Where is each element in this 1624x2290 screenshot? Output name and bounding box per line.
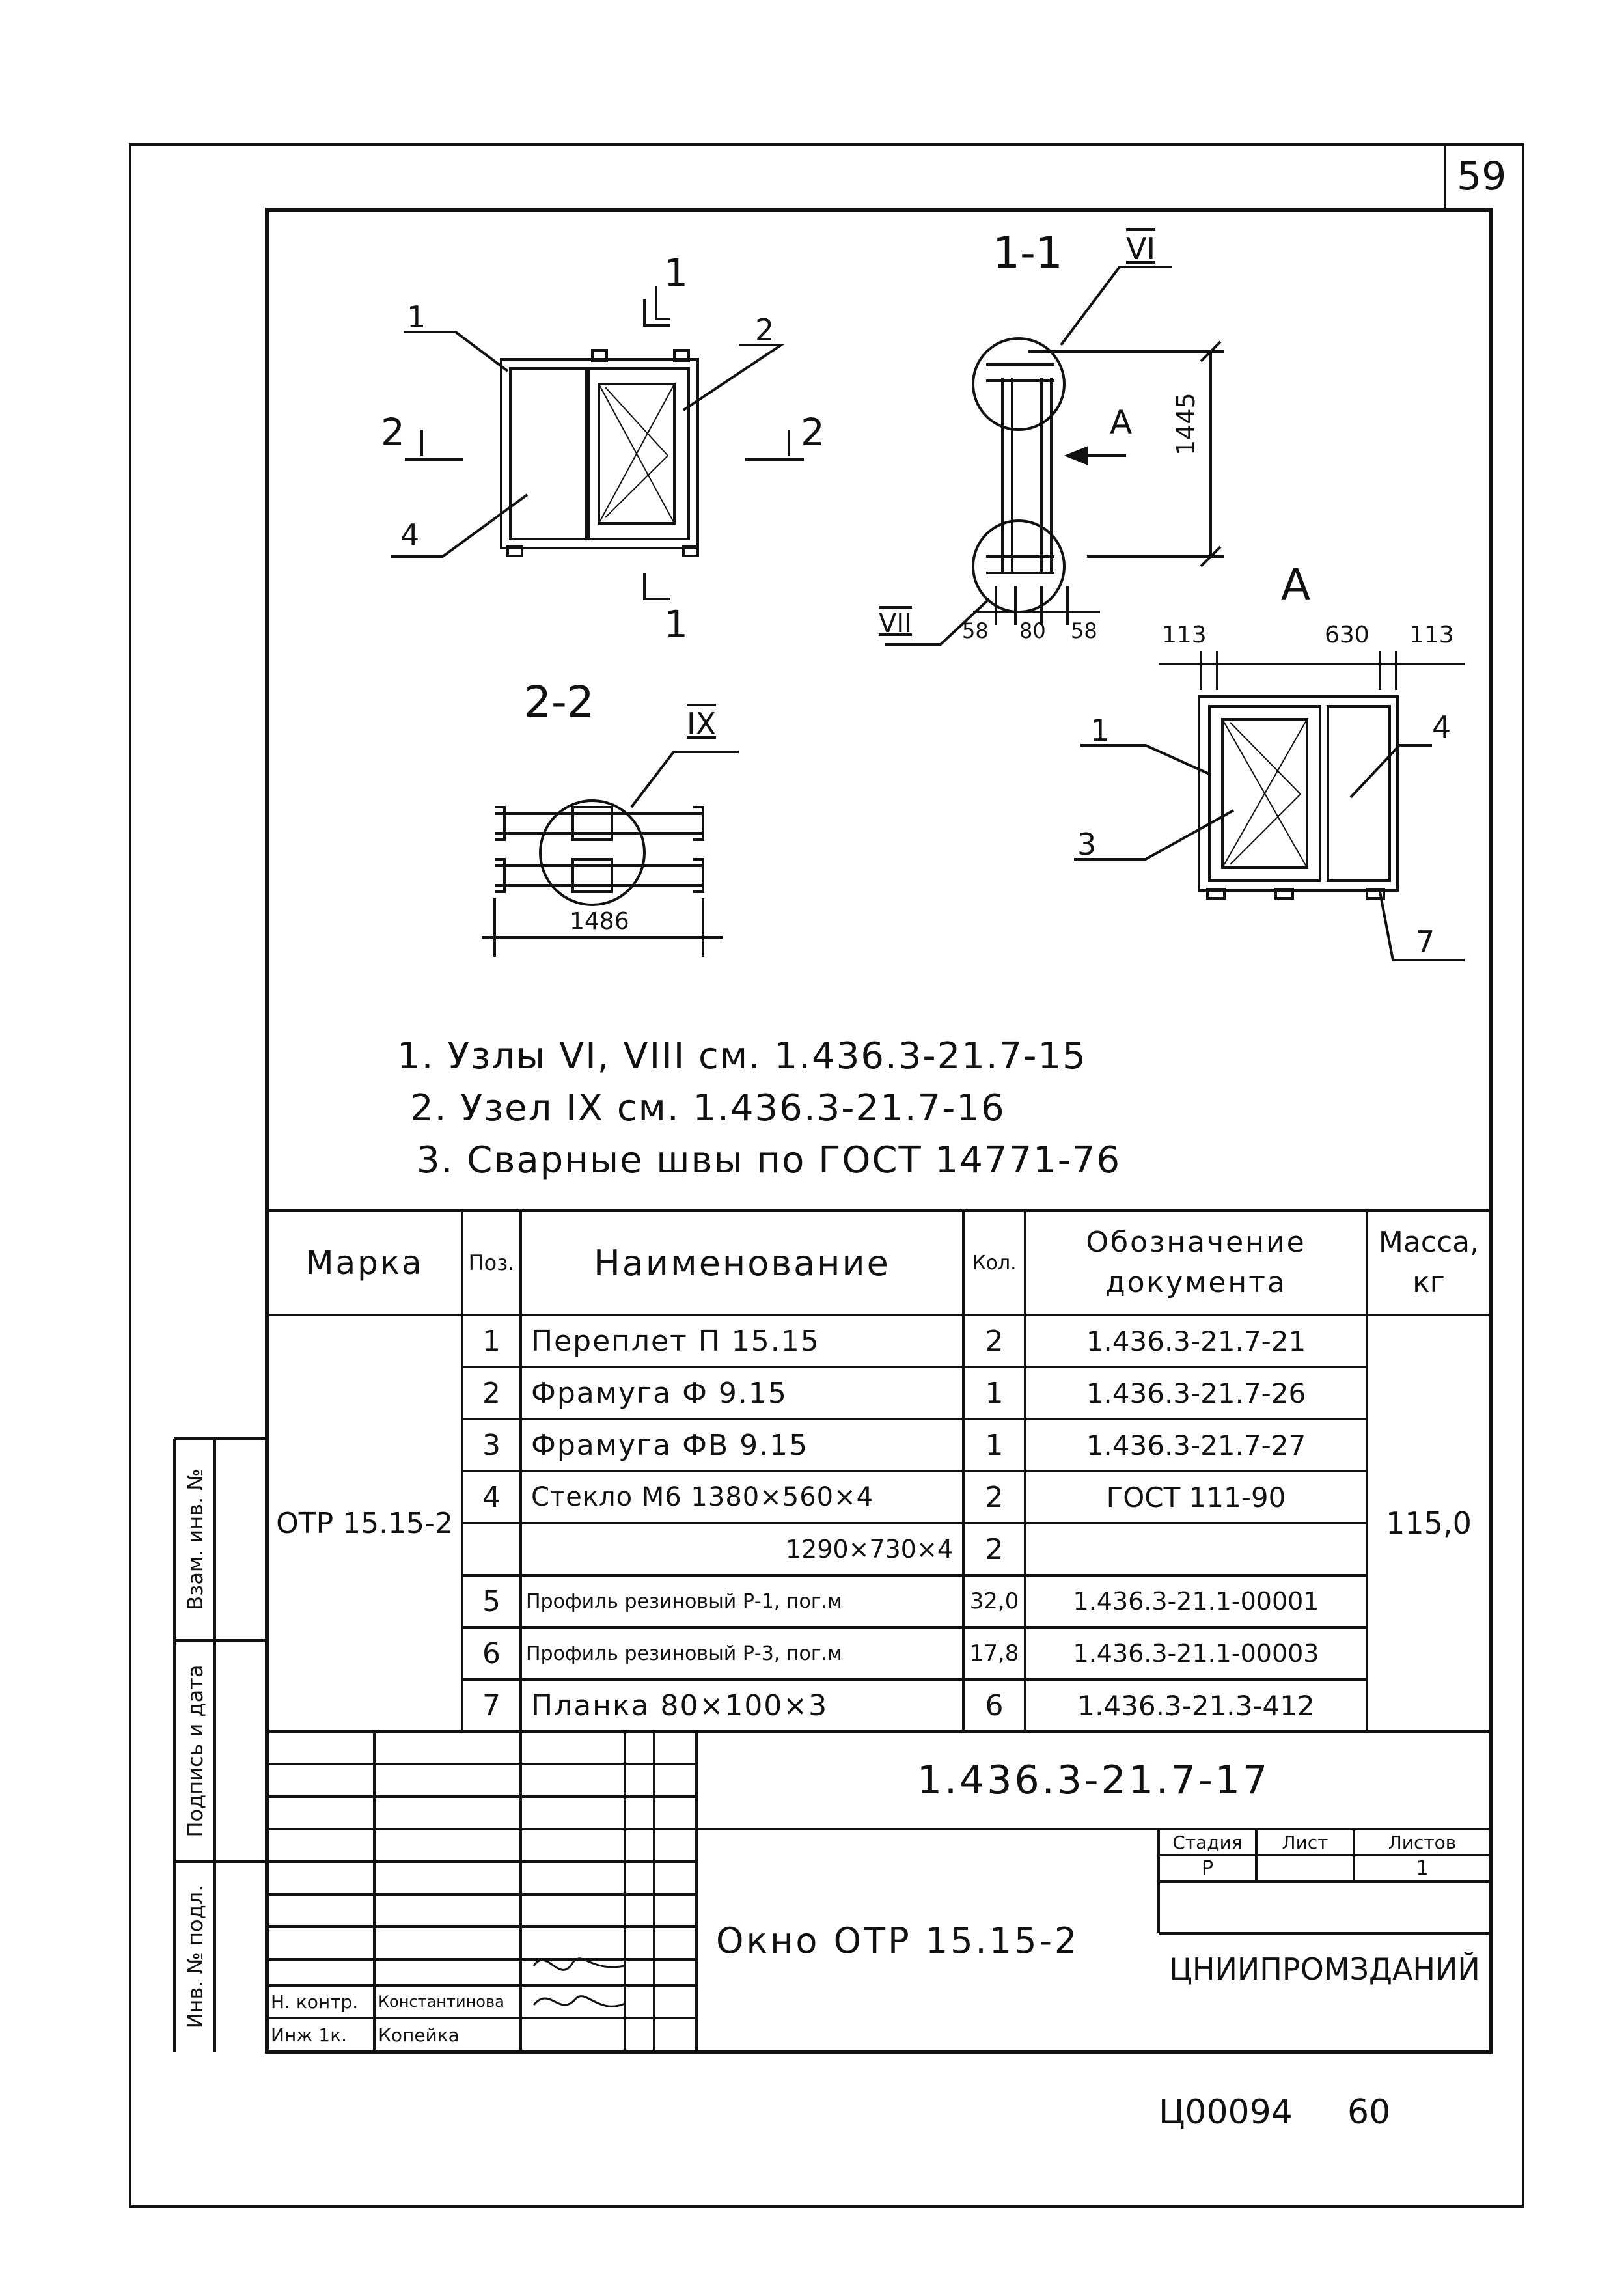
note-1: 1. Узлы VI, VIII см. 1.436.3-21.7-15 [397,1035,1087,1077]
row-4-pos: 4 [482,1480,501,1514]
view-a-callout-1: 1 [1090,713,1110,748]
view-a-callout-3: 3 [1077,827,1097,862]
header-mark: Марка [305,1244,424,1282]
callout-4: 4 [400,517,420,553]
header-mass: Масса, кг [1378,1226,1479,1299]
row-1-name: Переплет П 15.15 [531,1324,820,1358]
row-4b-doc [1025,1523,1367,1575]
side-vzam-inv: Взам. инв. № [183,1469,208,1610]
doc-code: 1.436.3-21.7-17 [916,1758,1271,1803]
callout-2: 2 [755,312,775,348]
row-2-qty: 1 [985,1376,1004,1410]
sheet-label: Лист [1282,1831,1328,1853]
row-4-doc: ГОСТ 111-90 [1106,1481,1286,1513]
node-vi-label: VI [1126,231,1156,266]
row-6-pos: 6 [482,1636,501,1670]
view-a-callout-7: 7 [1416,924,1435,959]
row-3-qty: 1 [985,1428,1004,1462]
row-6-doc: 1.436.3-21.1-00003 [1073,1639,1319,1668]
mark-value: ОТР 15.15-2 [276,1506,453,1540]
row-1-pos: 1 [482,1324,501,1358]
note-2: 2. Узел IX см. 1.436.3-21.7-16 [410,1087,1006,1129]
row-2-name: Фрамуга Ф 9.15 [531,1376,788,1410]
signature-1 [532,1957,626,1971]
row-4b-pos [462,1523,521,1575]
row-7-name: Планка 80×100×3 [531,1689,829,1722]
view-a-callout-4: 4 [1432,710,1452,745]
callout-1: 1 [407,299,426,335]
archive-code: Ц00094 [1159,2093,1293,2132]
doc-title: Окно ОТР 15.15-2 [716,1920,1080,1961]
cut-2-left-label: 2 [381,410,405,454]
row-5-doc: 1.436.3-21.1-00001 [1073,1587,1319,1616]
stage-value: Р [1201,1856,1214,1880]
row-3-doc: 1.436.3-21.7-27 [1086,1429,1306,1461]
mass-value: 115,0 [1386,1506,1472,1541]
row-6-qty: 17,8 [969,1640,1019,1666]
row-6-name: Профиль резиновый Р-3, пог.м [526,1642,842,1665]
header-pos: Поз. [468,1250,515,1275]
row-2-doc: 1.436.3-21.7-26 [1086,1377,1306,1409]
side-sign-date: Подпись и дата [183,1664,208,1838]
archive-number: 60 [1347,2093,1391,2132]
row-4b-name: 1290×730×4 [785,1535,953,1564]
section-2-2-label: 2-2 [524,677,594,727]
node-vii-label: VII [879,609,912,639]
side-inv-podl: Инв. № подл. [183,1884,208,2029]
dim-113-left: 113 [1162,622,1207,648]
note-3: 3. Сварные швы по ГОСТ 14771-76 [417,1139,1122,1181]
cut-1-top-label: 1 [664,251,688,295]
dim-630: 630 [1325,622,1369,648]
row-5-qty: 32,0 [969,1588,1019,1614]
role-1: Н. контр. [271,1991,359,2013]
stage-label: Стадия [1172,1831,1243,1853]
cut-2-right-label: 2 [801,410,825,454]
sheets-value: 1 [1416,1856,1429,1880]
row-3-name: Фрамуга ФВ 9.15 [531,1428,809,1462]
view-a-label: A [1281,560,1311,610]
row-4-qty: 2 [985,1480,1004,1514]
dim-58-right: 58 [1071,618,1097,643]
header-doc: Обозначение документа [1086,1226,1306,1299]
dim-1445: 1445 [1172,393,1200,456]
sheets-label: Листов [1388,1831,1457,1853]
row-5-name: Профиль резиновый Р-1, пог.м [526,1590,842,1613]
org-name: ЦНИИПРОМЗДАНИЙ [1169,1952,1480,1987]
dim-113-right: 113 [1409,622,1454,648]
row-1-qty: 2 [985,1324,1004,1358]
dim-58-left: 58 [962,618,989,643]
dim-80: 80 [1019,618,1046,643]
dim-1486: 1486 [570,908,629,935]
row-7-pos: 7 [482,1689,501,1722]
node-ix-label: IX [687,706,717,741]
signature-2 [532,1995,626,2007]
arrow-a-label: A [1110,404,1133,441]
role-2-name: Копейка [378,2024,460,2046]
row-4b-qty: 2 [985,1532,1004,1566]
role-2: Инж 1к. [271,2024,348,2046]
cut-1-bottom-label: 1 [664,602,688,646]
header-qty: Кол. [972,1251,1017,1275]
row-3-pos: 3 [482,1428,501,1462]
row-4-name: Стекло М6 1380×560×4 [531,1482,874,1512]
row-1-doc: 1.436.3-21.7-21 [1086,1325,1306,1357]
row-7-qty: 6 [985,1689,1004,1722]
page-number: 59 [1457,154,1507,199]
header-name: Наименование [594,1242,890,1284]
row-7-doc: 1.436.3-21.3-412 [1077,1689,1315,1722]
row-2-pos: 2 [482,1376,501,1410]
section-1-1-label: 1-1 [993,228,1063,278]
role-1-name: Константинова [378,1993,504,2011]
row-5-pos: 5 [482,1584,501,1618]
